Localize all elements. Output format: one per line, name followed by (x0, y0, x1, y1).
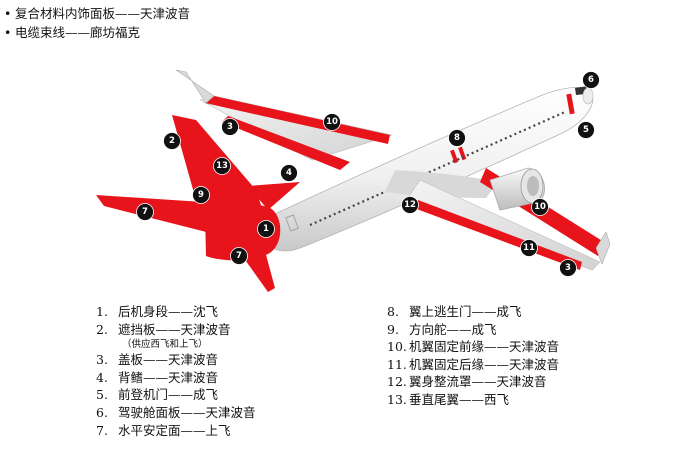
marker-5: 5 (577, 121, 595, 139)
far-winglet (175, 69, 215, 104)
front-door (566, 93, 575, 115)
marker-7-right-label: 7 (236, 251, 242, 261)
marker-6: 6 (582, 71, 600, 89)
marker-12: 12 (401, 196, 419, 214)
legend-number: 7. (96, 422, 108, 438)
legend-text: 垂直尾翼——西飞 (409, 391, 510, 407)
legend-text: 水平安定面——上飞 (118, 422, 231, 438)
marker-11-label: 11 (523, 243, 535, 253)
marker-7-left-label: 7 (142, 207, 148, 217)
bullet-item: •复合材料内饰面板——天津波音 (4, 4, 190, 23)
overwing-exit-2 (458, 146, 467, 161)
legend-right: 8. 翼上逃生门——成飞 9. 方向舵——成飞 10.机翼固定前缘——天津波音 11… (387, 303, 559, 409)
bullet-text: 电缆束线——廊坊福克 (15, 25, 141, 40)
marker-2-label: 2 (169, 136, 175, 146)
marker-3-near-label: 3 (565, 263, 571, 273)
rear-door (285, 214, 299, 232)
near-winglet (595, 231, 611, 265)
far-wing (175, 69, 394, 170)
legend-item: 13.垂直尾翼——西飞 (387, 391, 559, 409)
legend-number: 8. (387, 304, 399, 319)
wing-trailing-edge-far (222, 116, 350, 170)
marker-10-far: 10 (323, 113, 341, 131)
legend-text: 方向舵——成飞 (409, 321, 497, 337)
marker-8-label: 8 (454, 133, 460, 143)
legend-number: 12. (387, 374, 407, 390)
legend-item: 2. 遮挡板——天津波音 (96, 321, 256, 339)
engine (489, 167, 545, 211)
marker-5-label: 5 (583, 125, 589, 135)
marker-10-near-label: 10 (534, 202, 546, 212)
legend-item: 4. 背鳍——天津波音 (96, 369, 256, 387)
bullet-item: •电缆束线——廊坊福克 (4, 23, 190, 42)
marker-6-label: 6 (588, 75, 594, 85)
marker-4: 4 (280, 164, 298, 182)
legend-item: 11.机翼固定后缘——天津波音 (387, 356, 559, 374)
legend-item: 10.机翼固定前缘——天津波音 (387, 338, 559, 356)
legend-number: 5. (96, 387, 108, 403)
marker-13-label: 13 (216, 161, 228, 171)
marker-group: 1 2 3 3 4 5 6 7 7 8 9 10 10 11 12 13 (136, 71, 600, 277)
legend-item: 12.翼身整流罩——天津波音 (387, 373, 559, 391)
bullet-list: •复合材料内饰面板——天津波音 •电缆束线——廊坊福克 (4, 4, 190, 42)
wing-trailing-edge-near (414, 200, 582, 270)
legend-item: 9. 方向舵——成飞 (387, 321, 559, 339)
legend-item: 1. 后机身段——沈飞 (96, 303, 256, 321)
bullet-dot: • (4, 25, 12, 40)
legend-number: 9. (387, 321, 399, 337)
legend-item: 6. 驾驶舱面板——天津波音 (96, 404, 256, 422)
marker-1-label: 1 (263, 224, 269, 234)
marker-9-label: 9 (198, 190, 204, 200)
marker-7-right: 7 (230, 247, 248, 265)
legend-number: 10. (387, 339, 407, 355)
legend-text: 遮挡板——天津波音 (118, 321, 231, 337)
marker-9: 9 (192, 186, 210, 204)
fuselage (261, 87, 594, 252)
legend-text: 机翼固定前缘——天津波音 (409, 339, 560, 355)
marker-2: 2 (163, 132, 181, 150)
legend-number: 11. (387, 356, 407, 372)
dorsal-fin (248, 182, 300, 210)
marker-10-near: 10 (531, 198, 549, 216)
legend-number: 4. (96, 369, 108, 385)
legend-text: 机翼固定后缘——天津波音 (409, 356, 560, 372)
bullet-dot: • (4, 6, 12, 21)
legend-left: 1. 后机身段——沈飞 2. 遮挡板——天津波音 （供应西飞和上飞） 3. 盖板——天… (96, 303, 256, 439)
wing-leading-edge-far (205, 96, 390, 144)
legend-text: 驾驶舱面板——天津波音 (118, 404, 256, 420)
marker-1: 1 (257, 220, 275, 238)
legend-text: 翼身整流罩——天津波音 (409, 374, 547, 390)
legend-text: 背鳍——天津波音 (118, 369, 219, 385)
marker-11: 11 (520, 239, 538, 257)
legend-item: 8. 翼上逃生门——成飞 (387, 303, 559, 321)
marker-7-left: 7 (136, 203, 154, 221)
marker-3-far: 3 (221, 118, 239, 136)
legend-number: 13. (387, 391, 407, 407)
bullet-text: 复合材料内饰面板——天津波音 (15, 6, 191, 21)
marker-3-far-label: 3 (227, 122, 233, 132)
marker-3-near: 3 (559, 259, 577, 277)
legend-item: 3. 盖板——天津波音 (96, 351, 256, 369)
legend-number: 1. (96, 304, 108, 319)
legend-subnote: （供应西飞和上飞） (122, 339, 208, 351)
marker-12-label: 12 (404, 200, 416, 210)
overwing-exit-1 (450, 149, 459, 164)
legend-text: 盖板——天津波音 (118, 352, 219, 368)
marker-13: 13 (213, 157, 231, 175)
legend-text: 前登机门——成飞 (118, 387, 219, 403)
legend-item: 5. 前登机门——成飞 (96, 386, 256, 404)
legend-number: 3. (96, 352, 108, 368)
marker-8: 8 (448, 129, 466, 147)
legend-text: 翼上逃生门——成飞 (409, 304, 522, 319)
marker-4-label: 4 (286, 168, 292, 178)
nose-cone (582, 87, 594, 105)
legend-item: 7. 水平安定面——上飞 (96, 422, 256, 440)
legend-number: 6. (96, 404, 108, 420)
legend-text: 后机身段——沈飞 (118, 304, 219, 319)
legend-number: 2. (96, 321, 108, 337)
marker-10-far-label: 10 (326, 117, 338, 127)
